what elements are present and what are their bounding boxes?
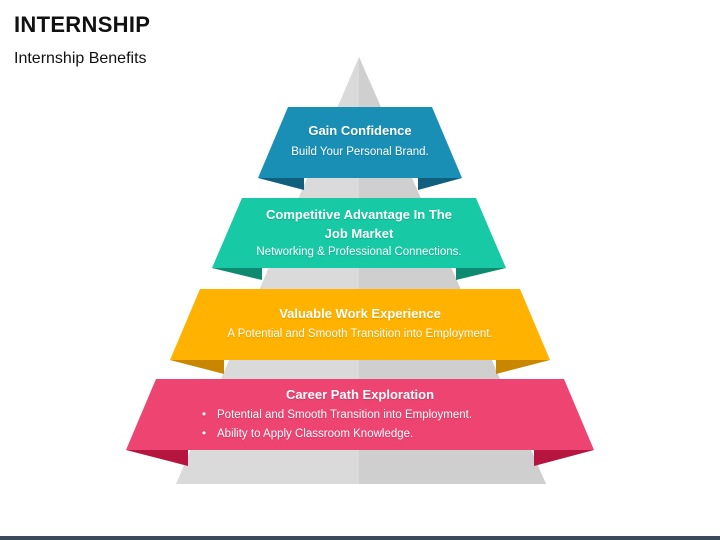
level-2-ribbon: [212, 198, 506, 280]
level-2-subtitle: Networking & Professional Connections.: [256, 246, 462, 258]
level-2-title-line-2: Job Market: [324, 226, 394, 241]
page-subtitle: Internship Benefits: [14, 50, 147, 67]
level-4-fold-left: [126, 450, 188, 466]
level-2-text: Competitive Advantage In The Job Market …: [220, 205, 498, 260]
level-2-fold-left: [212, 268, 262, 280]
level-1-title: Gain Confidence: [308, 123, 412, 138]
level-1-fold-right: [418, 178, 462, 190]
level-3-title: Valuable Work Experience: [279, 306, 441, 321]
level-2-band: [212, 198, 506, 268]
page-title: INTERNSHIP: [14, 12, 151, 37]
level-4-fold-right: [534, 450, 594, 466]
level-4-text: Career Path Exploration Potential and Sm…: [200, 385, 520, 444]
level-3-fold-left: [170, 360, 224, 374]
level-1-text: Gain Confidence Build Your Personal Bran…: [270, 121, 450, 160]
level-1-ribbon: [258, 107, 462, 190]
level-1-subtitle: Build Your Personal Brand.: [291, 146, 429, 158]
level-4-bullet: Ability to Apply Classroom Knowledge.: [202, 425, 520, 444]
footer-bar: [0, 536, 720, 540]
level-3-text: Valuable Work Experience A Potential and…: [185, 304, 535, 342]
level-4-title: Career Path Exploration: [285, 387, 435, 402]
level-2-fold-right: [456, 268, 506, 280]
level-2-title-line-1: Competitive Advantage In The: [266, 207, 452, 222]
level-3-fold-right: [496, 360, 550, 374]
level-3-band: [170, 289, 550, 360]
level-1-band: [258, 107, 462, 178]
level-3-subtitle: A Potential and Smooth Transition into E…: [227, 328, 493, 340]
level-4-bullet: Potential and Smooth Transition into Emp…: [202, 406, 520, 425]
level-4-bullet-list: Potential and Smooth Transition into Emp…: [200, 406, 520, 444]
level-3-ribbon: [170, 289, 550, 374]
level-1-fold-left: [258, 178, 304, 190]
